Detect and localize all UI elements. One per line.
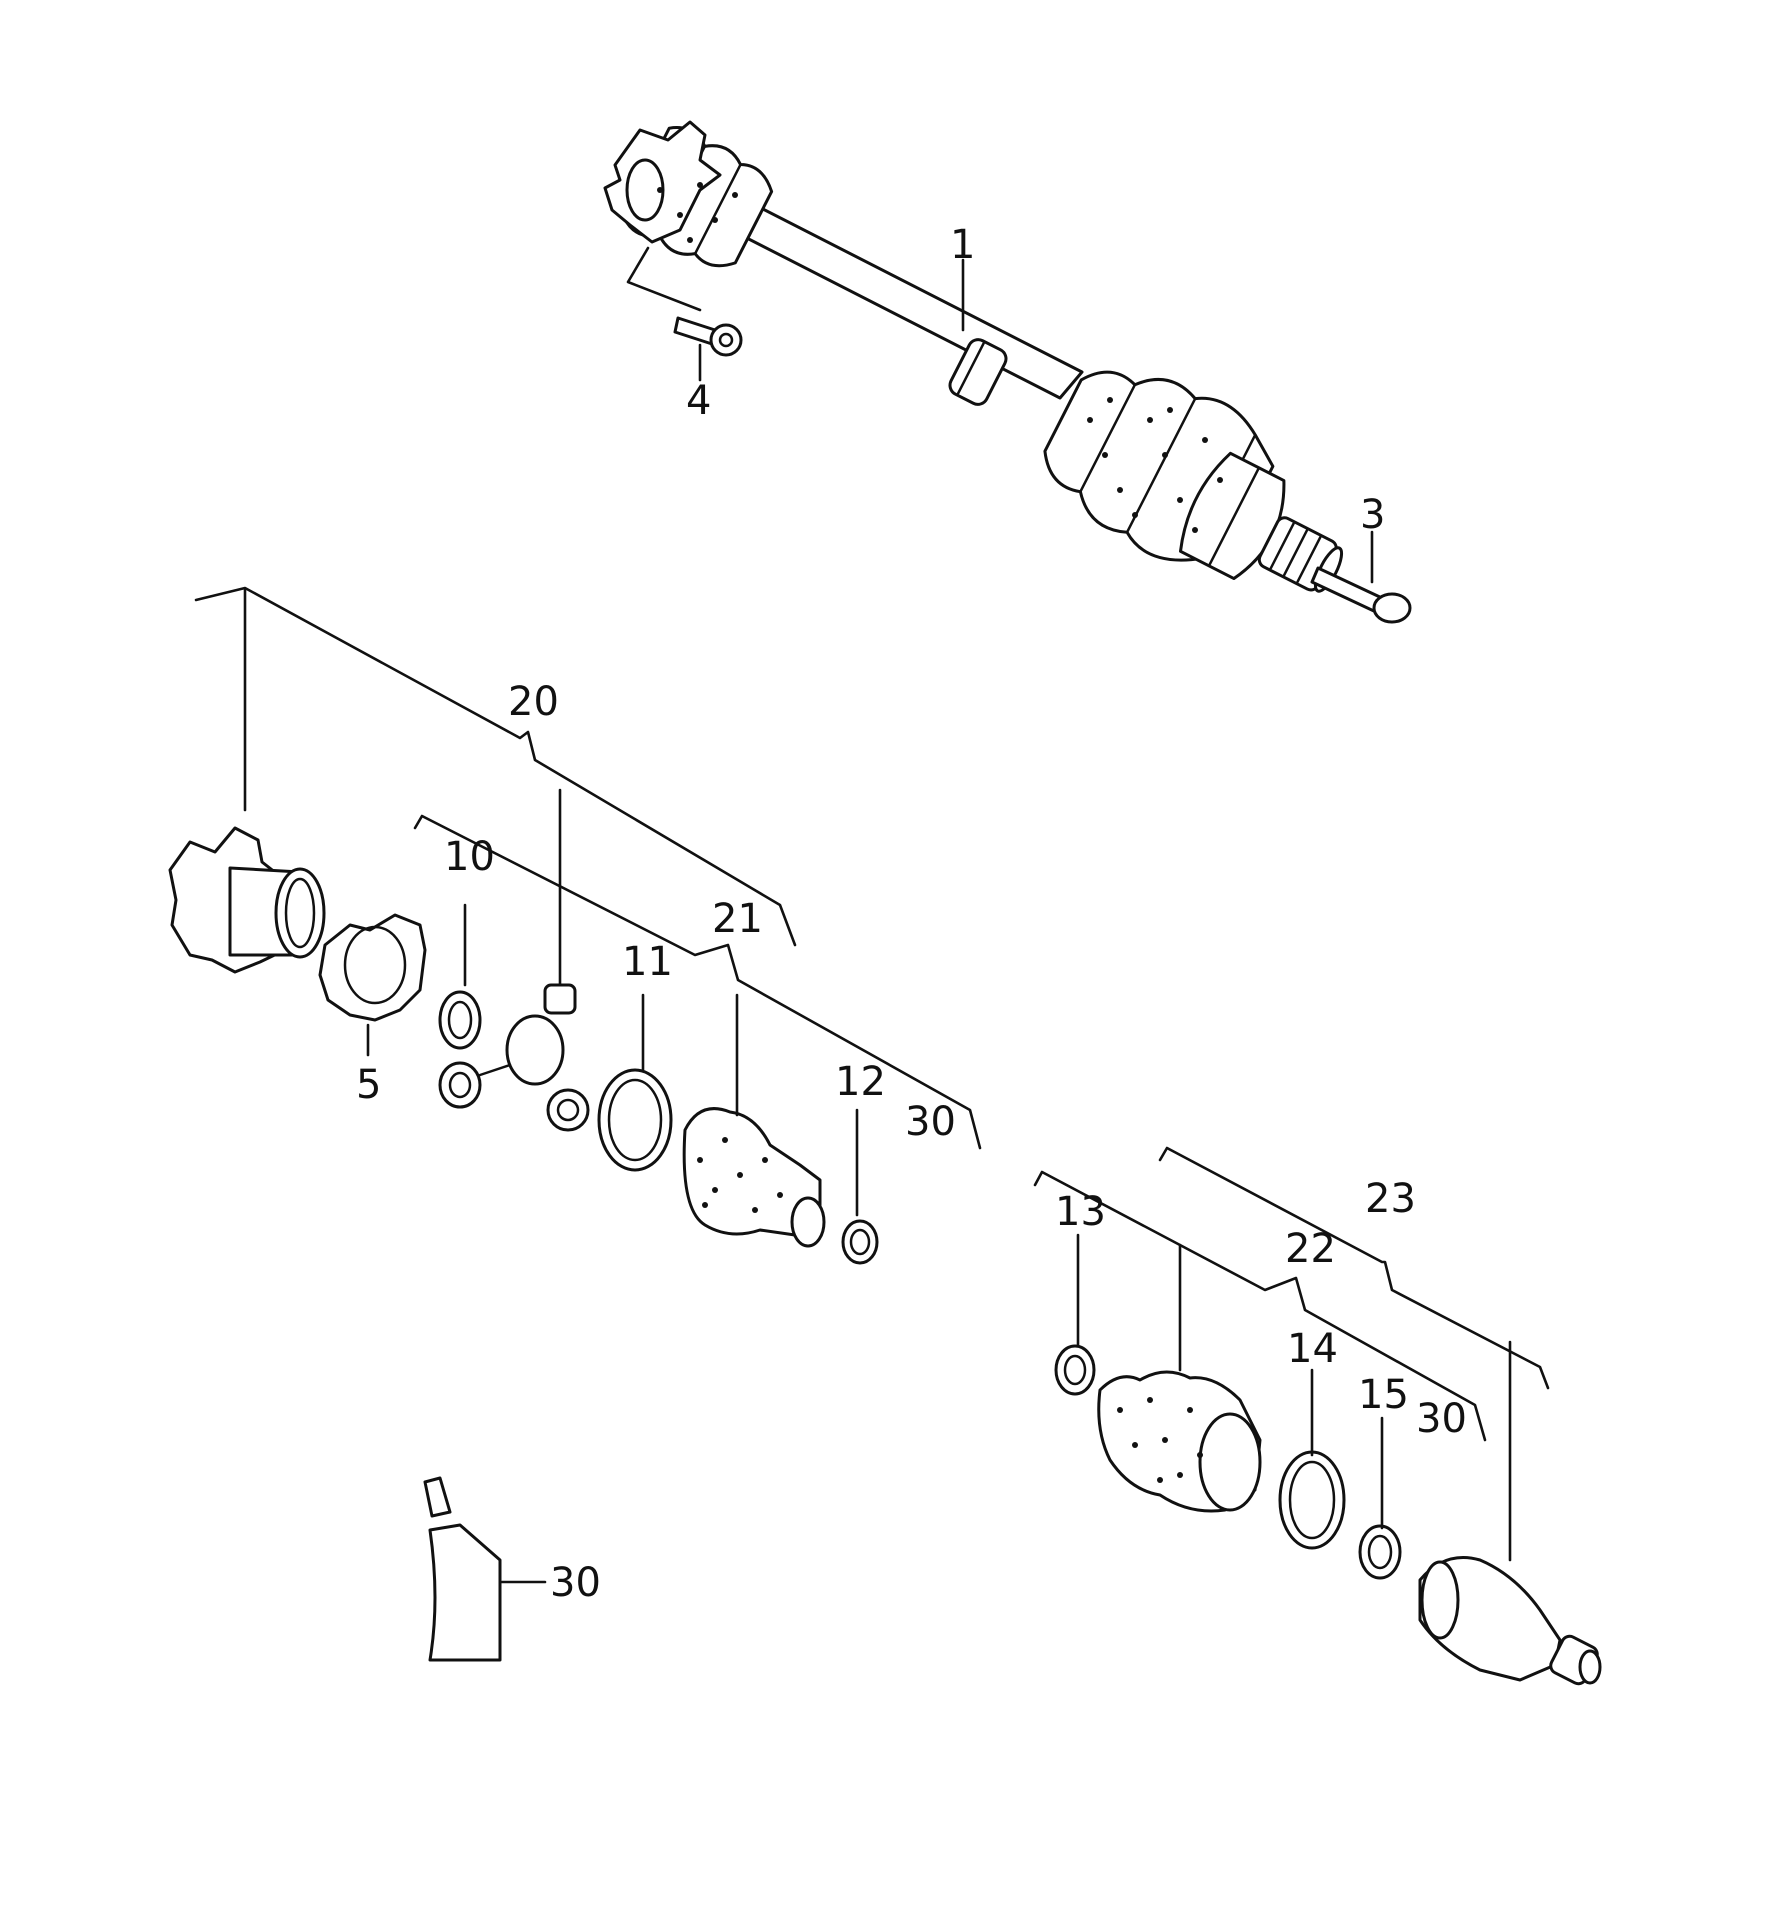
callout-12: 12 <box>835 1059 886 1105</box>
callout-30-inner-kit: 30 <box>905 1099 956 1145</box>
boot-dots <box>657 182 1223 533</box>
clamp-11 <box>597 1068 673 1172</box>
inner-boot <box>682 1107 826 1248</box>
callout-3: 3 <box>1360 492 1385 538</box>
clamp-12 <box>841 1219 879 1265</box>
drive-shaft <box>603 120 1344 593</box>
clamp-14 <box>1278 1450 1346 1550</box>
callout-30-grease: 30 <box>550 1560 601 1606</box>
callout-20: 20 <box>508 679 559 725</box>
callout-13: 13 <box>1055 1189 1106 1235</box>
inner-joint-housing <box>168 826 326 974</box>
outer-joint <box>1418 1556 1602 1686</box>
bolt-3 <box>1310 566 1412 624</box>
circlip-10 <box>438 990 482 1050</box>
callout-5: 5 <box>356 1062 381 1108</box>
grease-tube <box>423 1476 502 1662</box>
outer-boot <box>1097 1370 1262 1513</box>
callout-4: 4 <box>686 378 711 424</box>
tripod-assembly <box>438 983 590 1132</box>
callout-labels: 1 3 4 5 10 11 12 13 14 15 20 21 22 23 30… <box>356 222 1467 1606</box>
circlip-15 <box>1358 1524 1402 1580</box>
callout-14: 14 <box>1287 1326 1338 1372</box>
callout-1: 1 <box>950 222 975 268</box>
callout-21: 21 <box>712 896 763 942</box>
bolt-4 <box>673 316 743 357</box>
callout-11: 11 <box>622 939 673 985</box>
callout-15: 15 <box>1358 1372 1409 1418</box>
callout-23: 23 <box>1365 1176 1416 1222</box>
tripod-spider-5 <box>318 913 427 1022</box>
callout-10: 10 <box>444 834 495 880</box>
clamp-13 <box>1054 1344 1096 1396</box>
callout-22: 22 <box>1285 1226 1336 1272</box>
leader-lines <box>194 246 1550 1584</box>
callout-30-outer-kit: 30 <box>1416 1396 1467 1442</box>
